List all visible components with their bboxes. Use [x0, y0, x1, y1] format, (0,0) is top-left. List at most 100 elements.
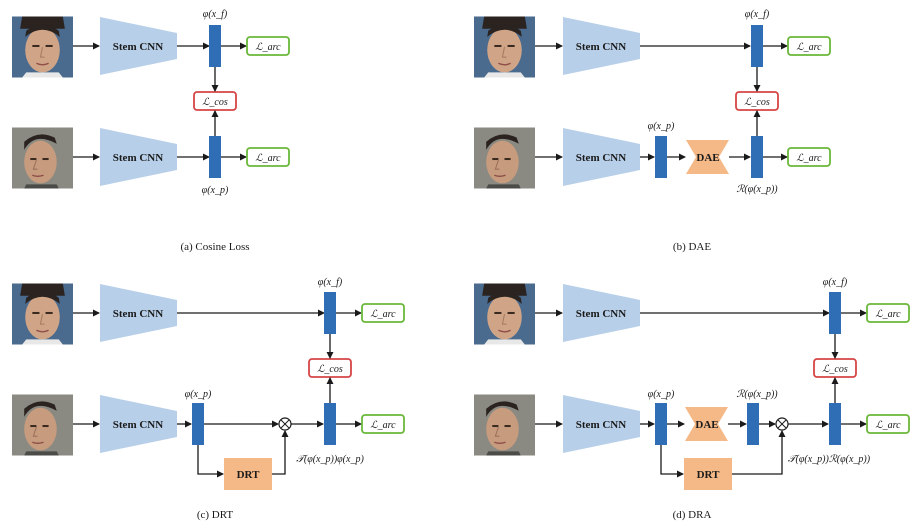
- arrow: [732, 430, 786, 475]
- loss-cos-label: ℒ_cos: [317, 364, 343, 375]
- feature-label-frontal: φ(x_f): [745, 9, 770, 20]
- feature-label-profile: φ(x_p): [202, 185, 229, 196]
- stem-cnn-block: Stem CNN: [563, 128, 640, 186]
- loss-arc: ℒ_arc: [361, 303, 405, 323]
- face-photo-profile: [12, 394, 73, 456]
- loss-arc: ℒ_arc: [866, 303, 910, 323]
- loss-arc: ℒ_arc: [866, 414, 910, 434]
- feature-label-frontal: φ(x_f): [203, 9, 228, 20]
- stem-cnn-label: Stem CNN: [113, 152, 163, 164]
- face-photo-frontal: [12, 283, 73, 345]
- stem-cnn-shape: [563, 284, 640, 342]
- loss-arc-box: [361, 414, 405, 434]
- feature-label-restored: ℛ(φ(x_p)): [736, 184, 778, 195]
- stem-cnn-label: Stem CNN: [576, 41, 626, 53]
- loss-arc: ℒ_arc: [787, 36, 831, 56]
- loss-cos: ℒ_cos: [308, 358, 352, 378]
- feature-label-frontal: φ(x_f): [823, 277, 848, 288]
- loss-arc-label: ℒ_arc: [875, 420, 901, 431]
- loss-arc-box: [361, 303, 405, 323]
- feature-label-transformed: 𝒯(φ(x_p))φ(x_p): [296, 454, 364, 465]
- loss-arc: ℒ_arc: [246, 36, 290, 56]
- feature-vector: [655, 136, 667, 178]
- dae-label: DAE: [695, 419, 718, 431]
- multiply-node: [278, 417, 292, 431]
- feature-vector: [324, 403, 336, 445]
- feature-vector: [655, 403, 667, 445]
- loss-arc-label: ℒ_arc: [796, 42, 822, 53]
- stem-cnn-shape: [100, 395, 177, 453]
- stem-cnn-shape: [563, 128, 640, 186]
- arrow: [272, 430, 289, 475]
- stem-cnn-label: Stem CNN: [113, 41, 163, 53]
- drt-label: DRT: [237, 469, 261, 481]
- feature-label-frontal: φ(x_f): [318, 277, 343, 288]
- loss-arc-label: ℒ_arc: [255, 153, 281, 164]
- multiply-cross: [777, 419, 787, 429]
- dae-block: DAE: [685, 407, 728, 441]
- face-photo-profile: [474, 127, 535, 189]
- stem-cnn-block: Stem CNN: [100, 17, 177, 75]
- loss-arc-box: [787, 147, 831, 167]
- caption-c: (c) DRT: [197, 509, 234, 521]
- stem-cnn-label: Stem CNN: [576, 419, 626, 431]
- loss-arc-label: ℒ_arc: [370, 309, 396, 320]
- stem-cnn-block: Stem CNN: [563, 17, 640, 75]
- loss-arc: ℒ_arc: [246, 147, 290, 167]
- drt-shape: [224, 458, 272, 490]
- dae-shape: [686, 140, 729, 174]
- loss-arc-label: ℒ_arc: [875, 309, 901, 320]
- loss-arc-box: [787, 36, 831, 56]
- loss-cos: ℒ_cos: [735, 91, 779, 111]
- feature-label-restored: ℛ(φ(x_p)): [736, 389, 778, 400]
- loss-cos: ℒ_cos: [193, 91, 237, 111]
- stem-cnn-block: Stem CNN: [100, 284, 177, 342]
- drt-block: DRT: [684, 458, 732, 490]
- feature-vector: [751, 25, 763, 67]
- stem-cnn-block: Stem CNN: [100, 128, 177, 186]
- arrow: [660, 445, 684, 478]
- stem-cnn-block: Stem CNN: [563, 284, 640, 342]
- stem-cnn-label: Stem CNN: [113, 419, 163, 431]
- loss-arc-box: [866, 414, 910, 434]
- dae-block: DAE: [686, 140, 729, 174]
- drt-block: DRT: [224, 458, 272, 490]
- loss-arc-box: [866, 303, 910, 323]
- face-photo-frontal: [474, 283, 535, 345]
- drt-shape: [684, 458, 732, 490]
- face-photo-frontal: [474, 16, 535, 78]
- feature-vector: [192, 403, 204, 445]
- loss-arc-label: ℒ_arc: [255, 42, 281, 53]
- stem-cnn-shape: [563, 395, 640, 453]
- feature-vector: [324, 292, 336, 334]
- arrow: [197, 445, 224, 478]
- loss-arc-box: [246, 36, 290, 56]
- face-photo-frontal: [12, 16, 73, 78]
- stem-cnn-block: Stem CNN: [100, 395, 177, 453]
- loss-cos-label: ℒ_cos: [744, 97, 770, 108]
- stem-cnn-shape: [100, 128, 177, 186]
- face-photo-profile: [12, 127, 73, 189]
- stem-cnn-shape: [563, 17, 640, 75]
- stem-cnn-label: Stem CNN: [113, 308, 163, 320]
- feature-vector: [209, 25, 221, 67]
- loss-cos: ℒ_cos: [813, 358, 857, 378]
- stem-cnn-shape: [100, 284, 177, 342]
- feature-label-transformed: 𝒯(φ(x_p))ℛ(φ(x_p)): [788, 454, 871, 465]
- multiply-cross: [280, 419, 290, 429]
- caption-a: (a) Cosine Loss: [180, 241, 249, 253]
- loss-cos-label: ℒ_cos: [822, 364, 848, 375]
- feature-vector: [829, 292, 841, 334]
- feature-vector: [751, 136, 763, 178]
- loss-arc-label: ℒ_arc: [370, 420, 396, 431]
- dae-label: DAE: [696, 152, 719, 164]
- stem-cnn-block: Stem CNN: [563, 395, 640, 453]
- feature-vector: [209, 136, 221, 178]
- stem-cnn-shape: [100, 17, 177, 75]
- feature-vector: [829, 403, 841, 445]
